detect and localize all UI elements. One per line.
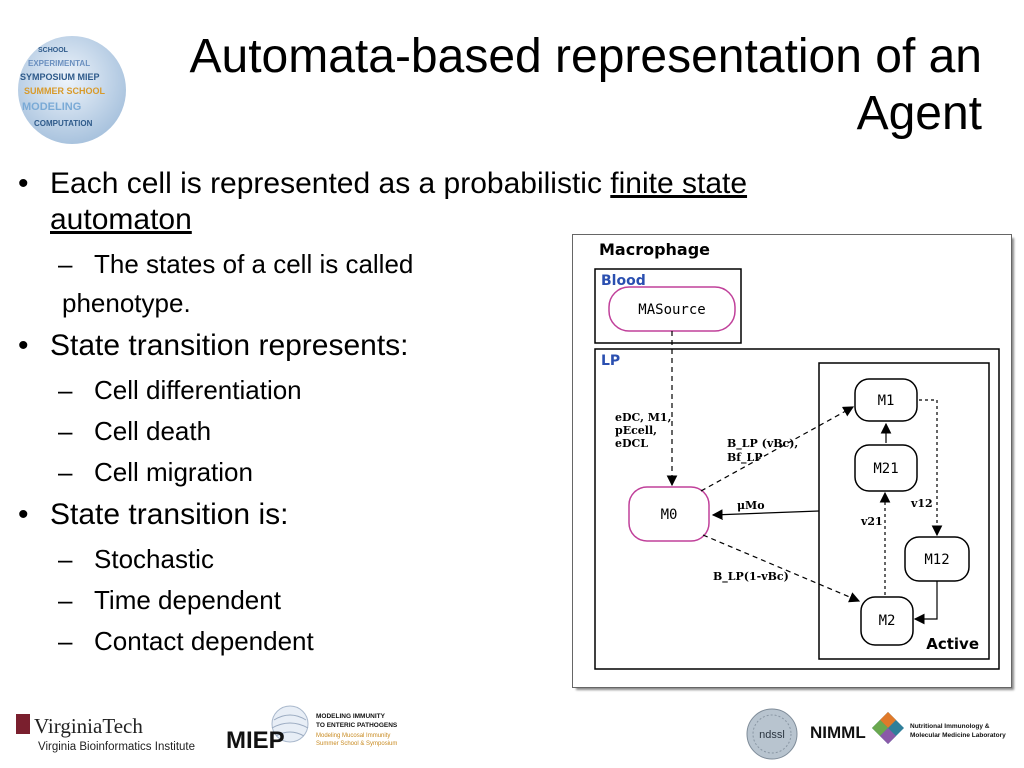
edge-label: B_LP (vBc),	[727, 437, 798, 451]
edge-m0-m2	[702, 534, 861, 603]
edge-label: Bf_LP	[727, 451, 763, 465]
sub-bullet-phenotype-cont: phenotype.	[62, 288, 191, 318]
edge-label: pEcell,	[615, 424, 657, 437]
vt-institute: Virginia Bioinformatics Institute	[38, 741, 195, 753]
edge-label: v21	[860, 515, 883, 528]
edge-m0-m1	[700, 406, 855, 492]
edge-m1-m12	[919, 399, 943, 537]
state-masource-label: MASource	[638, 302, 705, 318]
state-m2-label: M2	[879, 613, 896, 629]
miep-line: TO ENTERIC PATHOGENS	[316, 722, 398, 729]
miep-globe-icon	[271, 705, 309, 743]
finite-state-automaton-link[interactable]: finite state automaton	[50, 167, 748, 236]
blood-compartment	[594, 268, 742, 344]
globe-word: SUMMER SCHOOL	[24, 86, 106, 96]
macrophage-label: Macrophage	[599, 240, 710, 259]
nimml-logo: NIMML Nutritional Immunology & Molecular…	[810, 712, 1006, 744]
miep-line: MODELING IMMUNITY	[316, 713, 386, 720]
state-m2	[860, 596, 914, 646]
summer-school-globe-logo: SCHOOL EXPERIMENTAL SYMPOSIUM MIEP SUMME…	[18, 36, 126, 144]
virginia-tech-logo: VirginiaTech Virginia Bioinformatics Ins…	[16, 714, 195, 753]
nimml-diamond-icon	[872, 712, 904, 744]
sub-bullet: –Time dependent	[58, 585, 281, 615]
edge-m12-m2	[913, 581, 938, 625]
globe-word: SCHOOL	[38, 47, 69, 54]
globe-word: SYMPOSIUM MIEP	[20, 72, 100, 82]
miep-text: MIEP	[226, 727, 285, 754]
nimml-text: NIMML	[810, 723, 866, 742]
globe-word: MODELING	[22, 101, 81, 113]
state-m1-label: M1	[878, 393, 895, 409]
lp-compartment	[594, 348, 1000, 670]
edge-label: eDCL	[615, 437, 648, 450]
macrophage-state-diagram: Macrophage Blood MASource LP Active M0 M…	[572, 234, 1012, 688]
nimml-line: Molecular Medicine Laboratory	[910, 732, 1006, 739]
slide-title: Automata-based representation of an Agen…	[189, 30, 982, 140]
active-label: Active	[926, 635, 979, 653]
ndssl-text: ndssl	[759, 729, 785, 741]
miep-line: Modeling Mucosal Immunity	[316, 733, 390, 739]
lp-label: LP	[601, 353, 620, 369]
vt-name: VirginiaTech	[34, 714, 143, 738]
vt-shield-icon	[16, 714, 30, 734]
bullet-fsa: Each cell is represented as a probabilis…	[16, 166, 896, 238]
globe-word: EXPERIMENTAL	[28, 59, 90, 68]
state-m0-label: M0	[661, 507, 678, 523]
blood-label: Blood	[601, 273, 646, 289]
miep-line: Summer School & Symposium	[316, 741, 397, 747]
edge-active-m0	[711, 509, 820, 521]
state-m1	[854, 378, 918, 422]
sub-bullet-phenotype: –The states of a cell is called	[58, 249, 414, 279]
state-m21-label: M21	[873, 461, 898, 477]
state-m12-label: M12	[924, 552, 949, 568]
edge-label: v12	[910, 497, 933, 510]
sub-bullet: –Cell differentiation	[58, 375, 302, 405]
nimml-line: Nutritional Immunology &	[910, 723, 990, 730]
sub-bullet: –Stochastic	[58, 544, 214, 574]
edge-label: μMo	[737, 499, 765, 512]
miep-logo: MIEP MODELING IMMUNITY TO ENTERIC PATHOG…	[226, 705, 398, 754]
edge-label: eDC, M1,	[615, 411, 671, 424]
bullet-transition-represents: State transition represents:	[16, 328, 896, 364]
edge-label: B_LP(1-vBc)	[713, 570, 789, 584]
bullet-list: Each cell is represented as a probabilis…	[16, 166, 896, 662]
sub-bullet: –Contact dependent	[58, 626, 314, 656]
state-m21	[854, 444, 918, 492]
sub-bullet: –Cell death	[58, 416, 212, 446]
globe-word: COMPUTATION	[34, 119, 93, 128]
bullet-transition-is: State transition is:	[16, 497, 896, 533]
state-m0	[628, 486, 710, 542]
sub-bullet: –Cell migration	[58, 457, 253, 487]
ndssl-logo: ndssl	[746, 708, 798, 760]
